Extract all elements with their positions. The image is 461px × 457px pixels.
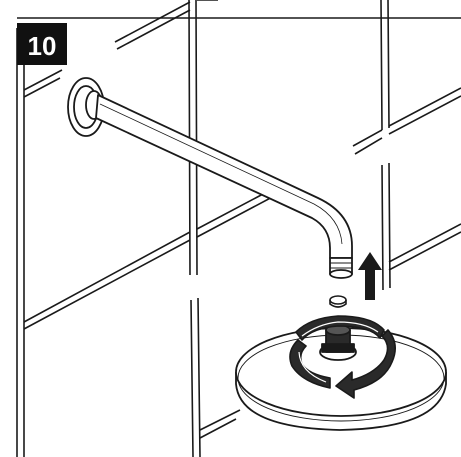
grout-slanted: [23, 231, 191, 330]
shower-head: [235, 324, 447, 431]
grout-slanted: [388, 87, 461, 135]
grout-slanted: [199, 409, 241, 439]
grout-slanted: [388, 223, 461, 271]
wall-flange: [67, 77, 105, 137]
arrow-up-icon: [358, 252, 382, 300]
grout-vertical: [16, 28, 25, 457]
grout-vertical: [190, 297, 201, 457]
grout-slanted: [352, 129, 383, 155]
rotate-clockwise-icon: [289, 315, 396, 399]
arm-tube: [95, 94, 353, 259]
shower-arm: [95, 94, 353, 279]
connector-nut: [321, 343, 355, 353]
step-badge: 10: [17, 23, 67, 65]
tile-wall: [16, 0, 461, 457]
grout-slanted: [114, 1, 191, 50]
step-badge-background: [17, 23, 67, 65]
washer: [329, 295, 347, 308]
step-number: 10: [28, 31, 57, 61]
grout-vertical: [380, 0, 390, 131]
grout-slanted: [23, 69, 63, 98]
grout-vertical: [381, 162, 391, 291]
arm-highlight: [99, 103, 343, 245]
arm-thread-end: [329, 269, 353, 279]
